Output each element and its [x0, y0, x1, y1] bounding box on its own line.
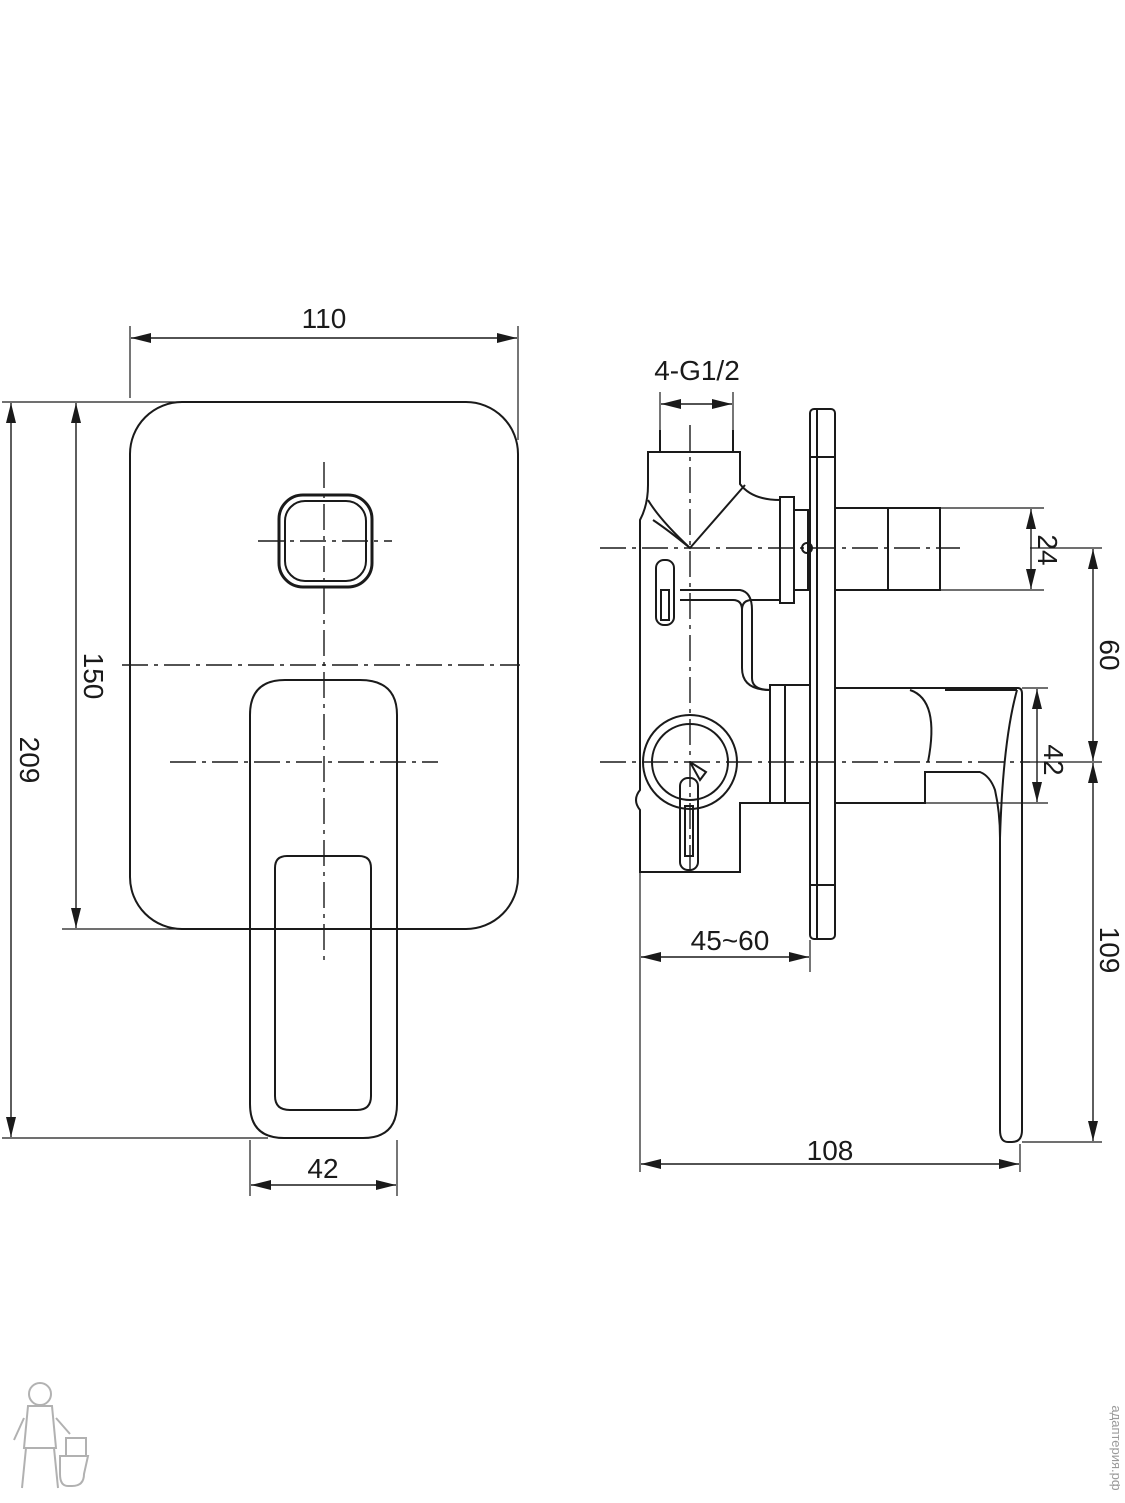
dim-total-depth-108: 108 [807, 1135, 854, 1166]
mounting-plate [809, 408, 836, 940]
dim-wall-depth-45-60: 45~60 [691, 925, 770, 956]
plumber-logo-icon [13, 1382, 90, 1489]
dim-knob-height-24: 24 [1032, 534, 1063, 565]
watermark-text: адаптерия.рф [1096, 1398, 1124, 1498]
lever-handle-outer [249, 679, 398, 1139]
watermark-site-text: адаптерия.рф [1109, 1405, 1120, 1490]
dim-connection-4-g1-2: 4-G1/2 [654, 355, 740, 386]
dim-plate-height-150: 150 [78, 653, 109, 700]
lever-handle-inner [274, 855, 372, 1111]
dim-handle-height-42: 42 [1038, 744, 1069, 775]
dim-total-height-209: 209 [14, 737, 45, 784]
dim-handle-drop-109: 109 [1094, 927, 1125, 974]
side-view: 4-G1/2 45~60 108 24 60 42 109 [600, 355, 1125, 1172]
front-view: 110 150 209 42 [2, 303, 520, 1196]
dim-width-110: 110 [302, 303, 347, 334]
lever-housing [769, 684, 811, 804]
valve-body [635, 451, 781, 873]
lever-handle-profile [834, 687, 1023, 1143]
dim-center-spacing-60: 60 [1094, 639, 1125, 670]
dim-handle-width-42: 42 [307, 1153, 338, 1184]
